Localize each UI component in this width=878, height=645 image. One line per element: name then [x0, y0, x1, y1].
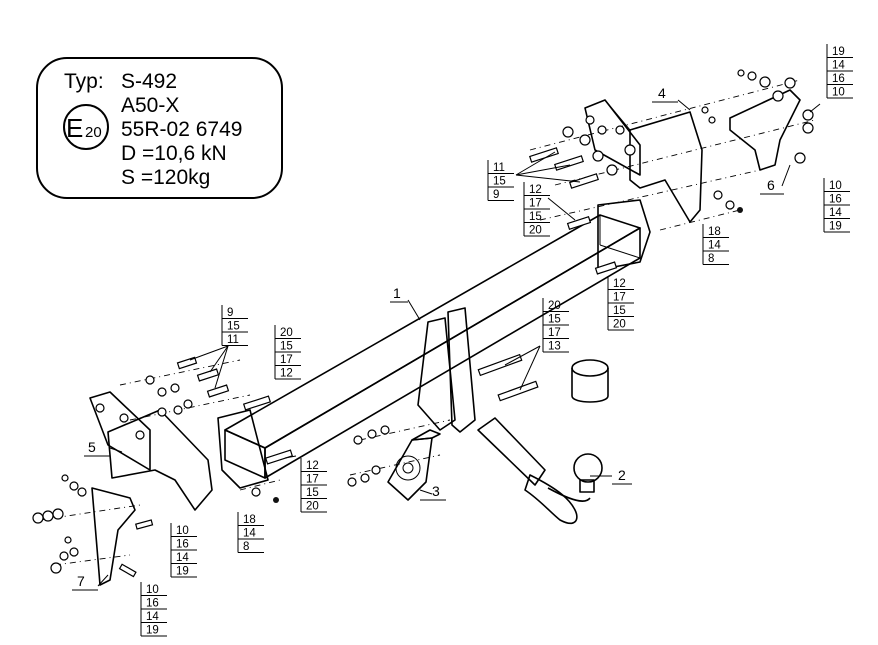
approval-code-2: 55R-02 6749	[121, 118, 242, 141]
stack-number: 14	[832, 60, 845, 72]
stack-number: 15	[529, 211, 542, 223]
stack-number: 14	[243, 528, 256, 540]
stack-number: 9	[493, 189, 499, 201]
stack-number: 12	[306, 460, 319, 472]
stack-number: 18	[708, 226, 721, 238]
callout-part-6: 6	[767, 177, 775, 193]
e-mark-circle	[63, 104, 109, 150]
stack-number: 12	[280, 368, 293, 380]
approval-code-1: A50-X	[121, 94, 179, 117]
e-mark-letter: E	[66, 113, 83, 143]
e-mark-number: 20	[85, 124, 102, 141]
stack-right-lower: 18 148	[702, 224, 729, 265]
spec-box: Typ: S-492 E 20 A50-X 55R-02 6749 D =10,…	[36, 57, 283, 199]
stack-number: 15	[306, 487, 319, 499]
stack-number: 11	[227, 334, 239, 346]
stack-number: 14	[146, 611, 159, 623]
stack-number: 14	[829, 207, 842, 219]
stack-number: 14	[176, 552, 189, 564]
callout-part-1: 1	[393, 285, 401, 301]
type-label: Typ:	[64, 70, 104, 93]
stack-number: 16	[832, 73, 845, 85]
stack-number: 16	[146, 598, 159, 610]
left-mounting-bracket	[89, 391, 213, 511]
stack-top-left-bolts: 11 159	[487, 160, 514, 201]
stack-number: 11	[493, 162, 505, 174]
stack-number: 17	[548, 327, 561, 339]
stack-number: 19	[832, 46, 845, 58]
part-callouts: 1 2 3 4 5 6 7	[72, 85, 784, 591]
stack-number: 19	[829, 221, 842, 233]
callout-part-5: 5	[88, 439, 96, 455]
stack-number: 12	[529, 184, 542, 196]
stack-number: 9	[227, 307, 233, 319]
stack-number: 10	[146, 584, 159, 596]
stack-number: 16	[829, 194, 842, 206]
stack-number: 20	[613, 319, 626, 331]
stack-number: 15	[613, 305, 626, 317]
s-value: S =120kg	[121, 166, 210, 189]
stack-number: 15	[227, 321, 240, 333]
stack-number: 10	[176, 525, 189, 537]
callout-part-7: 7	[77, 573, 85, 589]
stack-number: 17	[280, 354, 293, 366]
stack-number: 20	[529, 225, 542, 237]
stack-number: 19	[146, 625, 159, 637]
stack-number: 15	[548, 314, 561, 326]
callout-part-3: 3	[432, 483, 440, 499]
stack-number: 17	[306, 474, 319, 486]
callout-part-4: 4	[658, 85, 666, 101]
type-value: S-492	[121, 70, 177, 93]
stack-number: 17	[529, 198, 542, 210]
right-strap	[729, 89, 801, 171]
stack-number: 20	[280, 327, 293, 339]
stack-left-nut: 18 148	[237, 512, 264, 553]
stack-number: 16	[176, 539, 189, 551]
stack-number: 14	[708, 240, 721, 252]
d-value: D =10,6 kN	[121, 142, 227, 165]
stack-number: 8	[243, 541, 249, 553]
right-mounting-bracket	[584, 99, 703, 223]
stack-number: 20	[306, 501, 319, 513]
left-strap	[91, 487, 136, 586]
stack-number: 18	[243, 514, 256, 526]
stack-number: 8	[708, 253, 714, 265]
socket-plate	[387, 429, 441, 501]
stack-number: 19	[176, 566, 189, 578]
leader-lines	[97, 99, 821, 587]
stack-number: 17	[613, 292, 626, 304]
stack-number: 20	[548, 300, 561, 312]
stack-number: 10	[832, 87, 845, 99]
main-cross-beam	[217, 199, 651, 489]
stack-number: 15	[493, 176, 506, 188]
tow-ball-neck	[477, 359, 609, 525]
stack-number: 12	[613, 278, 626, 290]
stack-number: 13	[548, 341, 561, 353]
stack-number: 15	[280, 341, 293, 353]
callout-part-2: 2	[618, 467, 626, 483]
stack-number: 10	[829, 180, 842, 192]
